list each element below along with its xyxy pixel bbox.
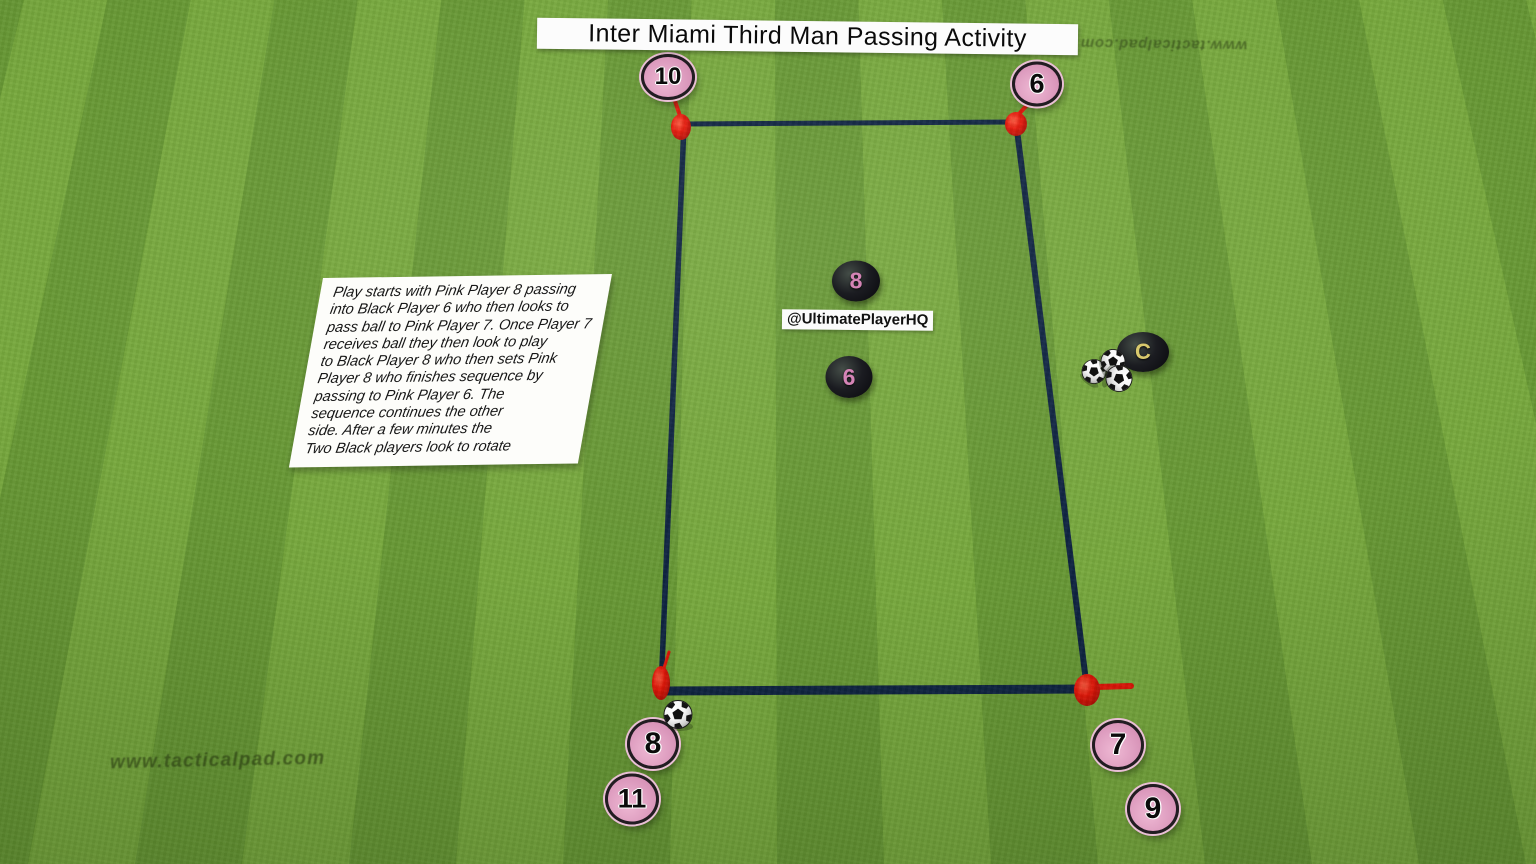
player-number: C: [1135, 339, 1151, 364]
pink-player-7: 7: [1092, 720, 1144, 770]
watermark-tacticalpad-bottom: www.tacticalpad.com: [109, 747, 326, 774]
player-number: 7: [1109, 728, 1127, 761]
pink-player-8: 8: [627, 719, 679, 769]
title-banner: Inter Miami Third Man Passing Activity: [536, 17, 1079, 56]
player-number: 6: [1029, 68, 1045, 99]
page-title: Inter Miami Third Man Passing Activity: [588, 19, 1027, 53]
player-number: 10: [654, 63, 682, 90]
training-area-boundary: [658, 119, 1090, 696]
pink-player-9: 9: [1127, 784, 1179, 834]
corner-cone: [652, 650, 671, 700]
black-player-c: C: [1117, 332, 1169, 372]
pink-player-10: 10: [641, 54, 695, 100]
player-number: 11: [617, 783, 647, 814]
corner-cone: [1074, 674, 1134, 706]
pink-player-6: 6: [1012, 61, 1062, 107]
player-number: 6: [842, 363, 856, 390]
soccer-ball: [660, 697, 696, 738]
black-player-8: 8: [832, 260, 880, 302]
social-handle-label: @UltimatePlayerHQ: [781, 309, 934, 331]
player-number: 8: [849, 267, 863, 294]
player-number: 8: [644, 727, 662, 760]
soccer-ball: [1102, 362, 1136, 401]
player-number: 9: [1144, 792, 1162, 825]
pink-player-11: 11: [605, 773, 659, 825]
watermark-tacticalpad-top: www.tacticalpad.com: [1079, 34, 1248, 55]
black-player-6: 6: [825, 356, 873, 398]
note-line: Two Black players look to rotate: [303, 438, 513, 457]
